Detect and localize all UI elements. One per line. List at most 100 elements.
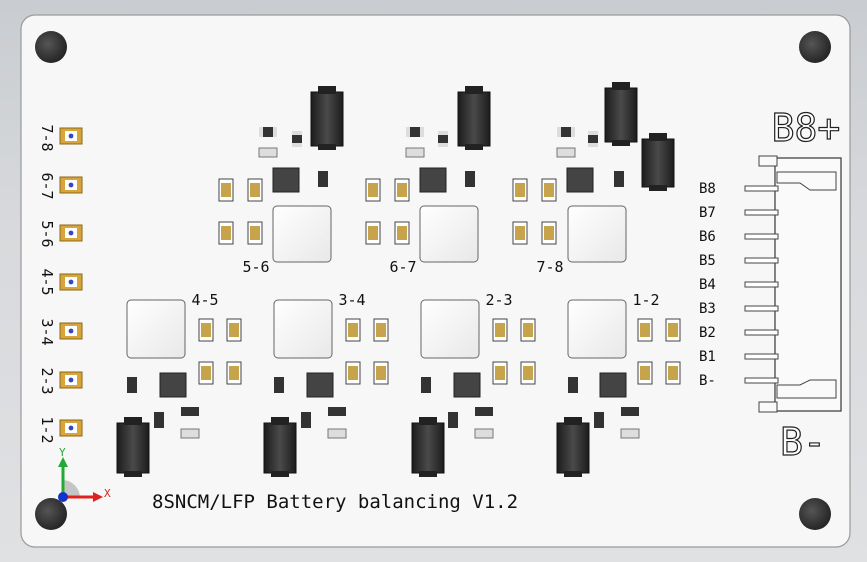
capacitor	[373, 318, 389, 342]
connector-pin	[744, 209, 779, 216]
channel-label: 1-2	[632, 291, 659, 309]
balance-channel-top-2: 6-7	[365, 86, 491, 276]
capacitor	[637, 361, 653, 385]
inductor	[567, 299, 627, 359]
smd-resistor	[259, 127, 277, 137]
capacitor	[541, 178, 557, 202]
mounting-hole-top-left	[35, 31, 67, 63]
capacitor	[394, 221, 410, 245]
mounting-hole-bottom-right	[799, 498, 831, 530]
balance-channel-bottom-1: 4-5	[116, 291, 242, 477]
ic-chip	[453, 372, 481, 398]
inductor	[419, 205, 479, 263]
ic-chip	[306, 372, 334, 398]
capacitor	[218, 221, 234, 245]
pin-label: B1	[699, 349, 716, 365]
capacitor	[365, 178, 381, 202]
connector-pin	[744, 257, 779, 264]
diode	[457, 91, 491, 147]
connector-pin	[744, 377, 779, 384]
board-title: 8SNCM/LFP Battery balancing V1.2	[152, 491, 518, 513]
connector-pin	[744, 329, 779, 336]
pin-label: B6	[699, 229, 716, 245]
capacitor	[198, 361, 214, 385]
led-label: 1-2	[38, 416, 56, 443]
balance-channel-top-1: 5-6	[218, 86, 344, 276]
led	[59, 419, 83, 437]
capacitor	[345, 318, 361, 342]
y-axis-label: Y	[59, 446, 66, 459]
capacitor	[665, 318, 681, 342]
led-label: 6-7	[38, 172, 56, 199]
smd-resistor	[292, 131, 302, 147]
capacitor	[512, 178, 528, 202]
led-label: 2-3	[38, 367, 56, 394]
led	[59, 322, 83, 340]
capacitor	[218, 178, 234, 202]
diode	[263, 422, 297, 474]
channel-label: 4-5	[191, 291, 218, 309]
inductor	[272, 205, 332, 263]
capacitor	[247, 178, 263, 202]
capacitor	[520, 318, 536, 342]
x-axis-label: X	[104, 487, 111, 500]
connector-pin	[744, 305, 779, 312]
diode	[310, 91, 344, 147]
led-label: 7-8	[38, 124, 56, 151]
diode	[411, 422, 445, 474]
ic-chip	[566, 167, 594, 193]
capacitor	[345, 361, 361, 385]
led	[59, 224, 83, 242]
diode	[556, 422, 590, 474]
z-axis-dot	[58, 492, 68, 502]
balance-channel-bottom-4: 1-2	[556, 291, 681, 477]
pin-label: B-	[699, 373, 716, 389]
capacitor	[665, 361, 681, 385]
balance-channel-top-3: 7-8	[512, 82, 675, 276]
pin-label: B3	[699, 301, 716, 317]
capacitor	[492, 361, 508, 385]
led	[59, 127, 83, 145]
coordinate-triad: Y X	[58, 446, 111, 502]
diode	[116, 422, 150, 474]
channel-label: 6-7	[389, 258, 416, 276]
led	[59, 176, 83, 194]
connector-pin	[744, 233, 779, 240]
led	[59, 371, 83, 389]
balance-connector: B8+ B8 B7 B6 B5 B4 B3 B2 B1 B- B-	[699, 105, 842, 465]
smd-resistor	[438, 131, 448, 147]
connector-pin	[744, 185, 779, 192]
led-label: 3-4	[38, 318, 56, 345]
diode	[641, 138, 675, 188]
channel-label: 2-3	[485, 291, 512, 309]
capacitor	[492, 318, 508, 342]
mounting-hole-top-right	[799, 31, 831, 63]
ic-chip	[599, 372, 627, 398]
pin-label: B4	[699, 277, 716, 293]
connector-bottom-label: B-	[780, 420, 826, 464]
channel-label: 5-6	[242, 258, 269, 276]
led-label: 5-6	[38, 220, 56, 247]
capacitor	[541, 221, 557, 245]
capacitor	[373, 361, 389, 385]
channel-label: 3-4	[338, 291, 365, 309]
capacitor	[226, 361, 242, 385]
capacitor	[512, 221, 528, 245]
inductor	[567, 205, 627, 263]
connector-pin	[744, 281, 779, 288]
capacitor	[394, 178, 410, 202]
smd-resistor	[406, 127, 424, 137]
capacitor	[226, 318, 242, 342]
pin-label: B5	[699, 253, 716, 269]
capacitor	[365, 221, 381, 245]
channel-label: 7-8	[536, 258, 563, 276]
pin-label: B8	[699, 181, 716, 197]
mounting-hole-bottom-left	[35, 498, 67, 530]
capacitor	[247, 221, 263, 245]
ic-chip	[159, 372, 187, 398]
ic-chip	[419, 167, 447, 193]
capacitor	[637, 318, 653, 342]
smd-resistor	[557, 127, 575, 137]
pin-label: B2	[699, 325, 716, 341]
